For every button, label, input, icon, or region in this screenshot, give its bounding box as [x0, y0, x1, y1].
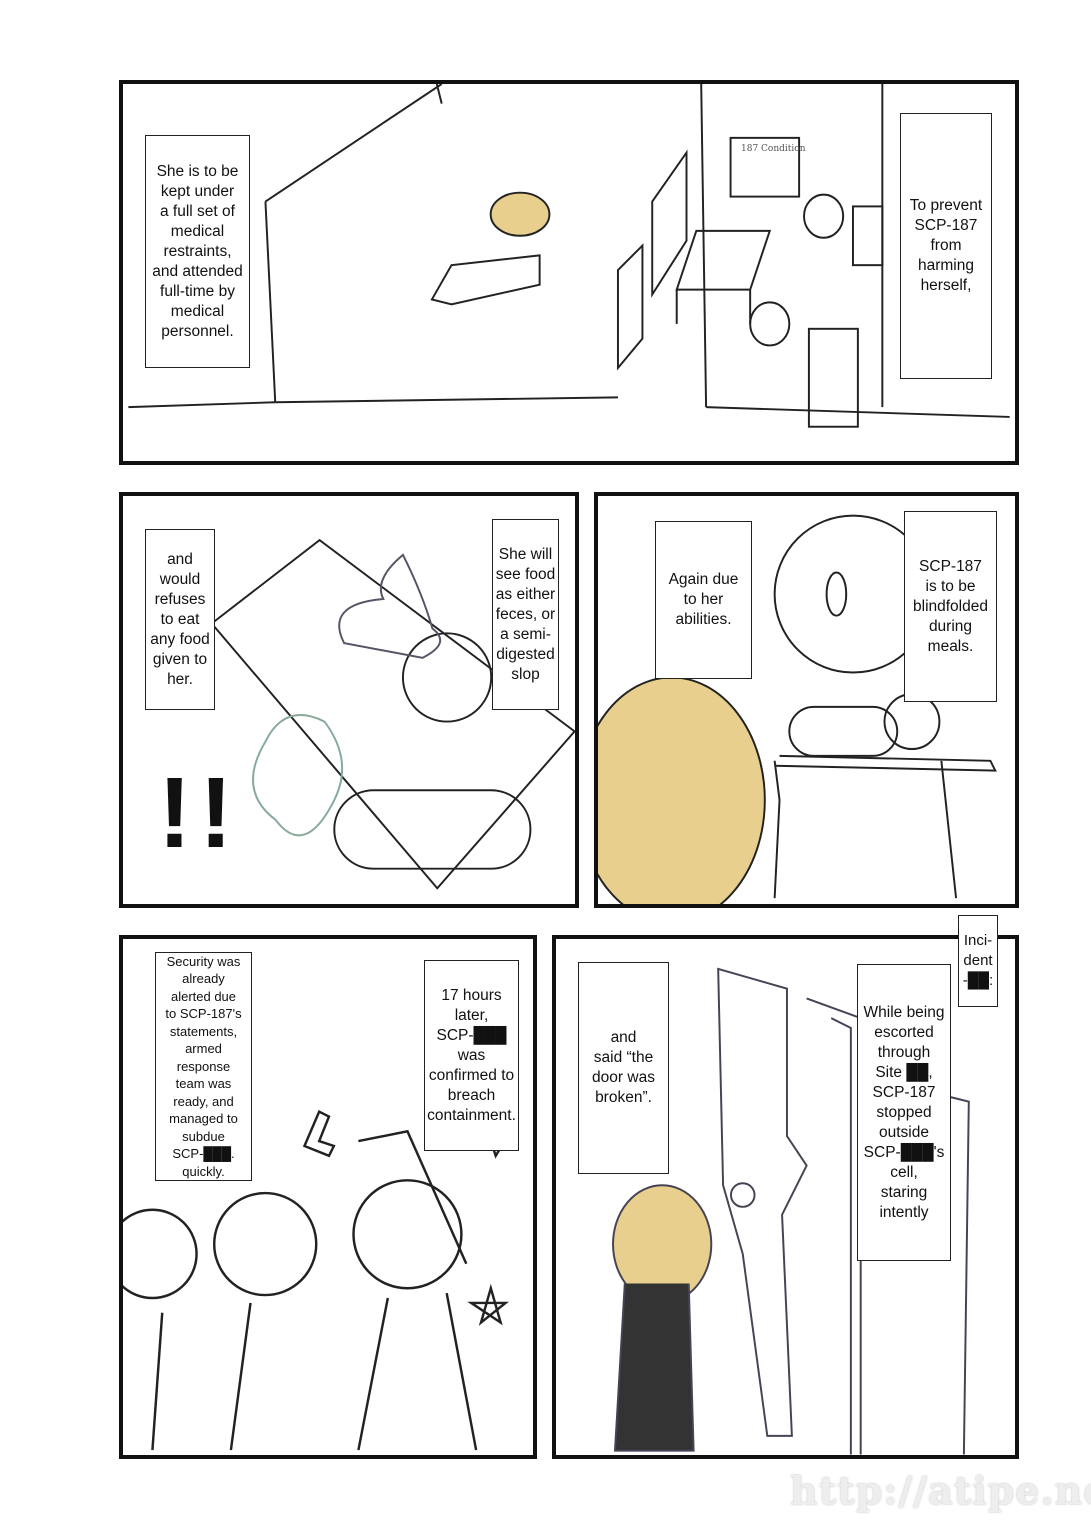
doctor-drawing: [598, 514, 997, 904]
caption-security-alerted: Security was already alerted due to SCP-…: [155, 952, 252, 1181]
caption-blindfolded: SCP-187 is to be blindfolded during meal…: [904, 511, 997, 702]
watermark: http://atipe.net/: [790, 1468, 1091, 1513]
wall-sign: 187 Condition: [741, 144, 806, 154]
room-drawing: [128, 84, 1010, 428]
caption-prevent-harm: To prevent SCP-187 from harming herself,: [900, 113, 992, 379]
caption-sees-food-as: She will see food as either feces, or a …: [492, 519, 559, 710]
door-drawing: [612, 967, 970, 1455]
caption-escorted: While being escorted through Site ██, SC…: [857, 964, 951, 1261]
caption-restraints: She is to be kept under a full set of me…: [145, 135, 250, 368]
caption-refuses-food: and would refuses to eat any food given …: [145, 529, 215, 710]
food-drawing: [210, 538, 575, 890]
panel-1-containment-room: 187 Condition: [119, 80, 1019, 465]
caption-again-due: Again due to her abilities.: [655, 521, 752, 679]
exclamation-sfx: !!: [158, 757, 241, 869]
caption-door-broken: and said “the door was broken”.: [578, 962, 669, 1174]
caption-incident: Inci- dent -██:: [958, 915, 998, 1007]
caption-17-hours-later: 17 hours later, SCP-███ was confirmed to…: [424, 960, 519, 1151]
